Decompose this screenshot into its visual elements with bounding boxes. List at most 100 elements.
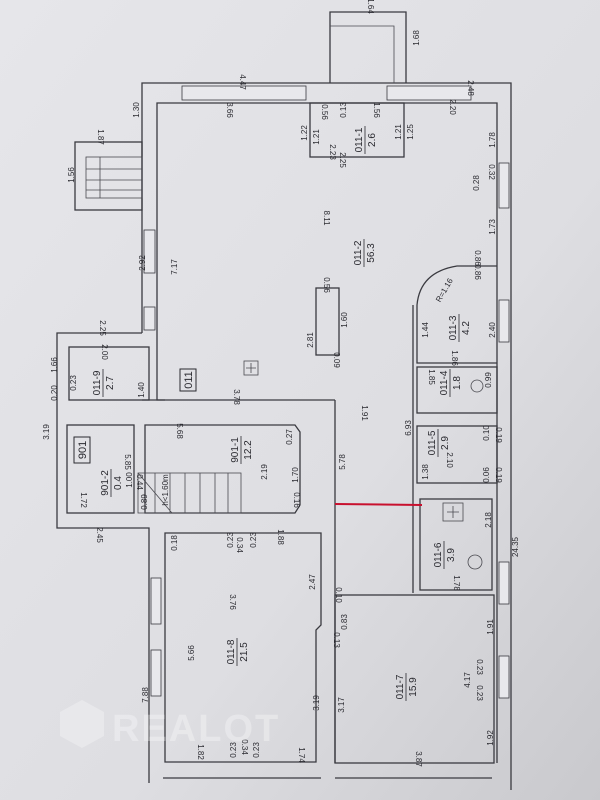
dimension-label: 1.21 (312, 129, 321, 145)
dimension-label: 6.93 (404, 420, 413, 436)
room-id: 011-9 (92, 370, 103, 395)
room-id: 011-1 (354, 127, 365, 152)
dimension-label: 0.83 (340, 614, 349, 630)
dimension-label: 0.20 (50, 385, 59, 401)
dimension-label: 1.25 (406, 124, 415, 140)
section-label-901: 901 (73, 436, 91, 464)
dimension-label: 1.00 (125, 472, 134, 488)
dimension-label: 1.92 (486, 730, 495, 746)
dimension-label: 1.82 (196, 744, 205, 760)
dimension-label: 2.18 (484, 512, 493, 528)
dimension-label: 2.45 (95, 527, 104, 543)
dimension-label: 1.73 (488, 219, 497, 235)
highlight-line (334, 503, 423, 506)
window (498, 162, 510, 209)
dimension-label: 3.78 (232, 389, 241, 405)
room-id: 011-7 (395, 674, 406, 699)
dimension-label: 0.10 (482, 425, 491, 441)
dimension-label: 1.87 (96, 129, 105, 145)
dimension-label: 0.06 (482, 467, 491, 483)
room-id: 011-3 (448, 315, 459, 340)
window (498, 299, 510, 343)
room-area: 2.6 (367, 133, 378, 147)
dimension-label: 2.10 (445, 452, 454, 468)
dimension-label: 0.56 (320, 104, 329, 120)
dimension-label: 2.40 (488, 322, 497, 338)
window (150, 577, 162, 625)
window (386, 85, 472, 101)
room-area: 4.2 (461, 321, 472, 335)
dimension-label: 3.19 (312, 695, 321, 711)
room-area: 3.9 (446, 548, 457, 562)
dimension-label: 1.44 (421, 322, 430, 338)
dimension-label: 1.86 (450, 350, 459, 366)
toilet-icon (470, 379, 484, 393)
dimension-label: 2.20 (448, 99, 457, 115)
room-id: 011-6 (433, 542, 444, 567)
dimension-label: 7.17 (170, 259, 179, 275)
dimension-label: 1.64 (366, 0, 375, 14)
dimension-label: 2.00 (100, 344, 109, 360)
room-id: 901-2 (100, 470, 111, 496)
dimension-label: 2.25 (338, 152, 347, 168)
dimension-label: 4.17 (463, 672, 472, 688)
dimension-label: 5.66 (187, 645, 196, 661)
dimension-label: 0.34 (240, 739, 249, 755)
dimension-label: 1.21 (394, 124, 403, 140)
room-area: 56.3 (366, 243, 377, 263)
dimension-label: 0.56 (322, 277, 331, 293)
dimension-label: 0.23 (252, 742, 261, 758)
dimension-label: 2.48 (466, 80, 475, 96)
dimension-label: 1.40 (137, 382, 146, 398)
window (150, 649, 162, 697)
room-id: 011-2 (353, 240, 364, 265)
dimension-label: 1.91 (360, 405, 369, 421)
dimension-label: 1.22 (300, 125, 309, 141)
toilet-icon (467, 554, 483, 570)
dimension-label: 2.23 (328, 144, 337, 160)
dimension-label: 2.25 (98, 320, 107, 336)
dimension-label: 1.60 (340, 312, 349, 328)
dimension-label: 0.13 (332, 632, 341, 648)
dimension-label: 2.47 (308, 574, 317, 590)
dimension-label: 3.19 (42, 424, 51, 440)
room-area: 2.7 (105, 376, 116, 390)
window (181, 85, 307, 101)
room-area: 1.8 (452, 376, 463, 390)
dimension-label: 0.28 (472, 175, 481, 191)
dimension-label: 3.87 (414, 751, 423, 767)
room-area: 15.9 (408, 677, 419, 697)
dimension-label: 0.23 (226, 532, 235, 548)
dimension-label: 0.23 (475, 659, 484, 675)
dimension-label: 0.23 (249, 532, 258, 548)
room-id: 011-4 (439, 370, 450, 395)
dimension-label: 2.19 (260, 464, 269, 480)
dimension-label: 1.88 (276, 529, 285, 545)
dimension-label: 24.35 (511, 536, 520, 557)
dimension-label: 0.86 (473, 250, 482, 266)
dimension-label: 0.44 (135, 474, 144, 490)
section-label: 901 (77, 441, 89, 459)
dimension-label: 2.92 (138, 255, 147, 271)
dimension-label: 3.76 (228, 594, 237, 610)
dimension-label: 8.11 (322, 211, 331, 227)
watermark: REALOT (60, 700, 278, 750)
room-area: 12.2 (243, 440, 254, 460)
section-label-011: 011 (179, 368, 197, 392)
dimension-label: 0.19 (494, 427, 503, 443)
dimension-label: 1.78 (452, 575, 461, 591)
dimension-label: 0.09 (332, 352, 341, 368)
dimension-label: 0.13 (339, 102, 348, 118)
sink-icon (442, 502, 464, 522)
dimension-label: 1.30 (132, 102, 141, 118)
dimension-label: 5.85 (123, 454, 132, 470)
